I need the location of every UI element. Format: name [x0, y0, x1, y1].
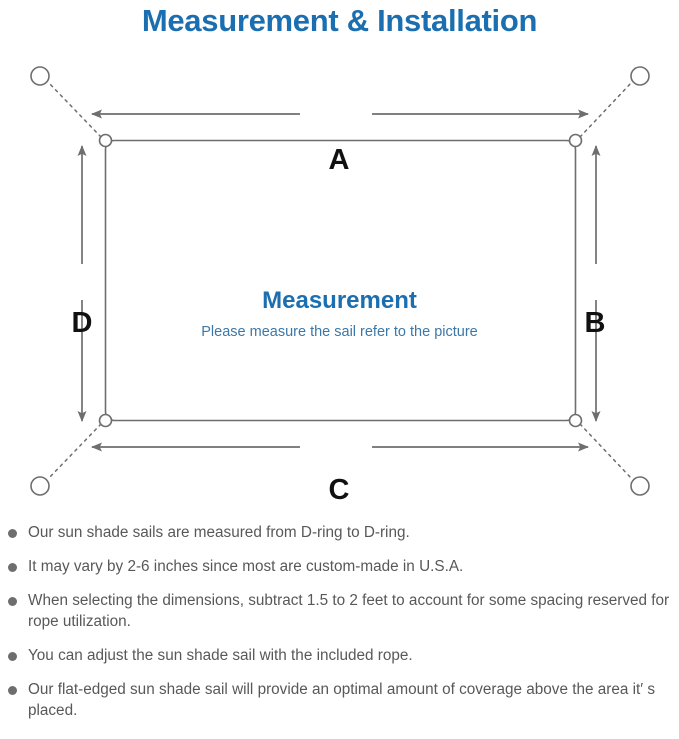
dimension-label-c: C	[328, 474, 350, 506]
diagram-center-sublabel: Please measure the sail refer to the pic…	[201, 324, 478, 340]
note-text: You can adjust the sun shade sail with t…	[28, 647, 413, 664]
rope-line-top-right	[579, 81, 633, 138]
d-ring-top-right	[568, 133, 583, 148]
rope-line-bottom-right	[579, 423, 633, 480]
bullet-icon	[8, 652, 17, 661]
bullet-icon	[8, 563, 17, 572]
anchor-ring-bottom-right	[630, 476, 650, 496]
d-ring-bottom-right	[568, 413, 583, 428]
measurement-diagram: A B C D Measurement Please measure the s…	[0, 48, 679, 513]
rope-line-top-left	[47, 81, 102, 138]
list-item: When selecting the dimensions, subtract …	[0, 590, 679, 632]
bullet-icon	[8, 529, 17, 538]
anchor-ring-top-left	[30, 66, 50, 86]
anchor-ring-top-right	[630, 66, 650, 86]
dimension-label-b: B	[584, 307, 606, 339]
sail-outline	[104, 139, 577, 422]
note-text: Our flat-edged sun shade sail will provi…	[28, 681, 656, 719]
list-item: You can adjust the sun shade sail with t…	[0, 645, 679, 666]
bullet-icon	[8, 597, 17, 606]
list-item: Our flat-edged sun shade sail will provi…	[0, 679, 679, 721]
note-text: It may vary by 2-6 inches since most are…	[28, 558, 464, 575]
dimension-label-a: A	[328, 144, 350, 176]
diagram-svg	[30, 66, 650, 496]
notes-list: Our sun shade sails are measured from D-…	[0, 522, 679, 734]
rope-line-bottom-left	[47, 423, 102, 480]
list-item: Our sun shade sails are measured from D-…	[0, 522, 679, 543]
diagram-center-label: Measurement	[262, 287, 417, 314]
anchor-ring-bottom-left	[30, 476, 50, 496]
bullet-icon	[8, 686, 17, 695]
d-ring-bottom-left	[98, 413, 113, 428]
note-text: When selecting the dimensions, subtract …	[28, 592, 670, 630]
note-text: Our sun shade sails are measured from D-…	[28, 524, 410, 541]
list-item: It may vary by 2-6 inches since most are…	[0, 556, 679, 577]
page-title: Measurement & Installation	[141, 3, 538, 38]
d-ring-top-left	[98, 133, 113, 148]
dimension-label-d: D	[71, 307, 93, 339]
